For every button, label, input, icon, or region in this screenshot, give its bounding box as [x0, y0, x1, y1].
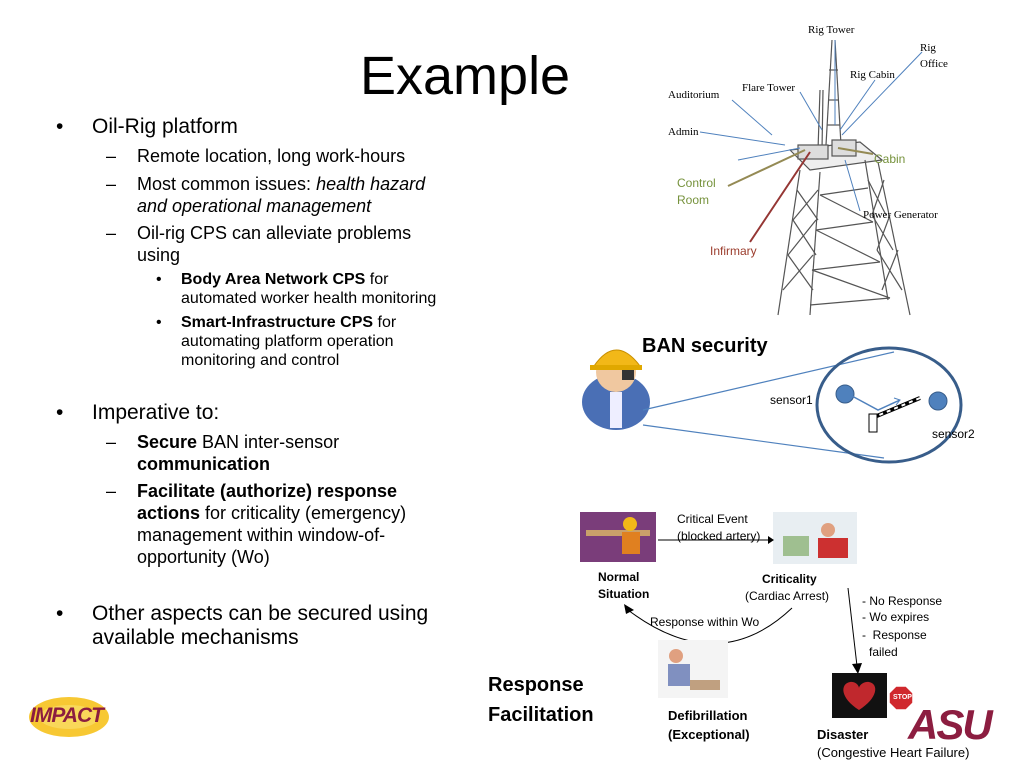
response-facilitation-heading-cont: Facilitation [488, 704, 594, 726]
sub-facilitate-cont2: management within window-of- [137, 525, 386, 545]
stop-label: STOP [893, 694, 912, 701]
label-cabin: Cabin [874, 152, 906, 166]
bullet-marker: • [56, 602, 64, 625]
bullet-marker: • [56, 115, 64, 138]
label-response-within: Response within Wo [650, 615, 760, 629]
asu-logo: ASU [908, 701, 993, 748]
label-blocked-artery: (blocked artery) [677, 529, 761, 543]
label-rig-office: Rig [920, 42, 936, 54]
response-flow-diagram [580, 512, 914, 718]
label-no-response: - No Response [862, 594, 943, 608]
item-smart-infra: Smart-Infrastructure CPS for [181, 314, 397, 331]
sub-common-issues: Most common issues: health hazard [137, 174, 426, 194]
sub-cps-alleviate-cont: using [137, 245, 181, 265]
label-rig-tower: Rig Tower [808, 24, 855, 36]
dash-marker: – [106, 223, 117, 243]
bullet-marker: • [56, 401, 64, 424]
sub-remote-location: Remote location, long work-hours [137, 146, 406, 166]
bullet-marker: • [156, 314, 162, 331]
label-criticality: Criticality [762, 572, 817, 586]
label-disaster: Disaster [817, 727, 869, 742]
bullet-other-aspects-cont: available mechanisms [92, 626, 299, 649]
label-auditorium: Auditorium [668, 89, 720, 101]
item-smart-infra-cont1: automating platform operation [181, 333, 394, 350]
bullet-marker: • [156, 271, 162, 288]
sub-facilitate-cont3: opportunity (Wo) [137, 547, 270, 567]
label-wo-expires: - Wo expires [862, 610, 930, 624]
label-control-room-cont: Room [677, 193, 710, 207]
sub-secure: Secure BAN inter-sensor [137, 432, 340, 452]
sub-facilitate-cont1: actions for criticality (emergency) [137, 503, 407, 523]
label-sensor2: sensor2 [932, 427, 975, 441]
ban-security-heading: BAN security [642, 335, 768, 357]
label-infirmary: Infirmary [710, 244, 757, 258]
item-ban-cps-cont: automated worker health monitoring [181, 290, 437, 307]
label-congestive-heart-failure: (Congestive Heart Failure) [817, 745, 970, 760]
label-admin: Admin [668, 126, 699, 138]
stop-sign-icon [888, 685, 914, 711]
label-response-failed: - Response [862, 628, 927, 642]
label-cardiac-arrest: (Cardiac Arrest) [745, 589, 830, 603]
ban-security-diagram [582, 346, 963, 464]
page-title: Example [360, 46, 571, 106]
oil-rig-illustration [699, 39, 923, 316]
sub-secure-cont: communication [137, 454, 271, 474]
bullet-oil-rig: Oil-Rig platform [92, 115, 238, 138]
label-sensor1: sensor1 [770, 393, 813, 407]
dash-marker: – [106, 432, 117, 452]
label-rig-office-cont: Office [920, 58, 948, 70]
label-rig-cabin: Rig Cabin [850, 69, 895, 81]
normal-situation-image [580, 512, 656, 562]
label-defibrillation: Defibrillation [668, 708, 748, 723]
item-ban-cps: Body Area Network CPS for [181, 271, 389, 288]
item-smart-infra-cont2: monitoring and control [181, 352, 340, 369]
label-critical-event: Critical Event [677, 512, 748, 526]
sub-cps-alleviate: Oil-rig CPS can alleviate problems [137, 223, 412, 243]
bullet-imperative: Imperative to: [92, 401, 220, 424]
sub-facilitate: Facilitate (authorize) response [137, 481, 398, 501]
dash-marker: – [106, 146, 117, 166]
sub-common-issues-cont: and operational management [137, 196, 372, 216]
dash-marker: – [106, 174, 117, 194]
label-flare-tower: Flare Tower [742, 82, 796, 94]
label-control-room: Control [677, 176, 716, 190]
response-facilitation-heading: Response [488, 674, 584, 696]
label-power-generator: Power Generator [863, 209, 938, 221]
impact-logo-text: IMPACT [30, 704, 104, 727]
label-failed: failed [869, 645, 898, 659]
bullet-other-aspects: Other aspects can be secured using [92, 602, 429, 625]
impact-logo: IMPACT [26, 692, 112, 742]
label-normal: Normal [598, 570, 640, 584]
label-situation: Situation [598, 587, 650, 601]
dash-marker: – [106, 481, 117, 501]
label-exceptional: (Exceptional) [668, 727, 750, 742]
